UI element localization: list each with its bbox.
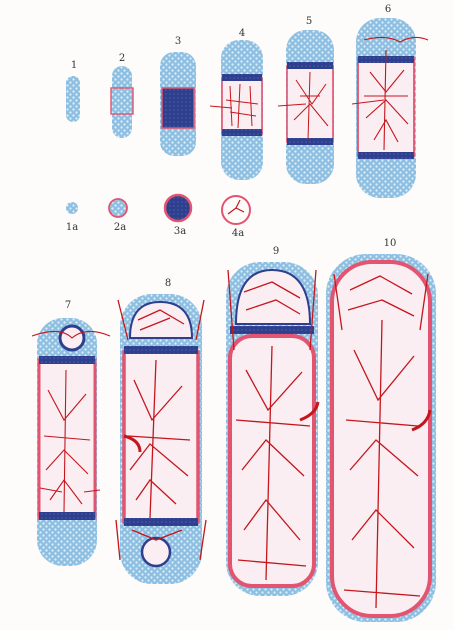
label-section-4a: 4a	[232, 228, 244, 239]
stage-4-primary-ossification	[210, 40, 263, 180]
label-section-1a: 1a	[66, 222, 78, 233]
stage-1-cartilage-model	[66, 76, 80, 122]
stage-3-cartilage-model	[160, 52, 196, 156]
cross-section-3a	[165, 195, 191, 221]
cross-section-2a	[109, 199, 127, 217]
label-stage-7: 7	[65, 300, 71, 311]
label-stage-3: 3	[175, 36, 181, 47]
label-stage-6: 6	[385, 4, 391, 15]
label-section-2a: 2a	[114, 222, 126, 233]
label-stage-5: 5	[306, 16, 312, 27]
stage-8-secondary-ossification	[116, 294, 206, 584]
stage-7-secondary-ossification	[32, 318, 110, 566]
label-stage-9: 9	[273, 246, 279, 257]
label-stage-8: 8	[165, 278, 171, 289]
cross-section-1a	[66, 202, 78, 214]
stage-2-cartilage-model	[111, 66, 133, 138]
label-stage-4: 4	[239, 28, 245, 39]
stage-5-ossification	[278, 30, 334, 184]
cross-section-4a	[222, 196, 250, 224]
stage-10-mature-bone	[326, 254, 436, 622]
stage-9-growth-plates	[226, 262, 318, 596]
label-section-3a: 3a	[174, 226, 186, 237]
label-stage-10: 10	[384, 238, 397, 249]
label-stage-1: 1	[71, 60, 77, 71]
label-stage-2: 2	[119, 53, 125, 64]
stage-6-ossification	[352, 18, 428, 198]
